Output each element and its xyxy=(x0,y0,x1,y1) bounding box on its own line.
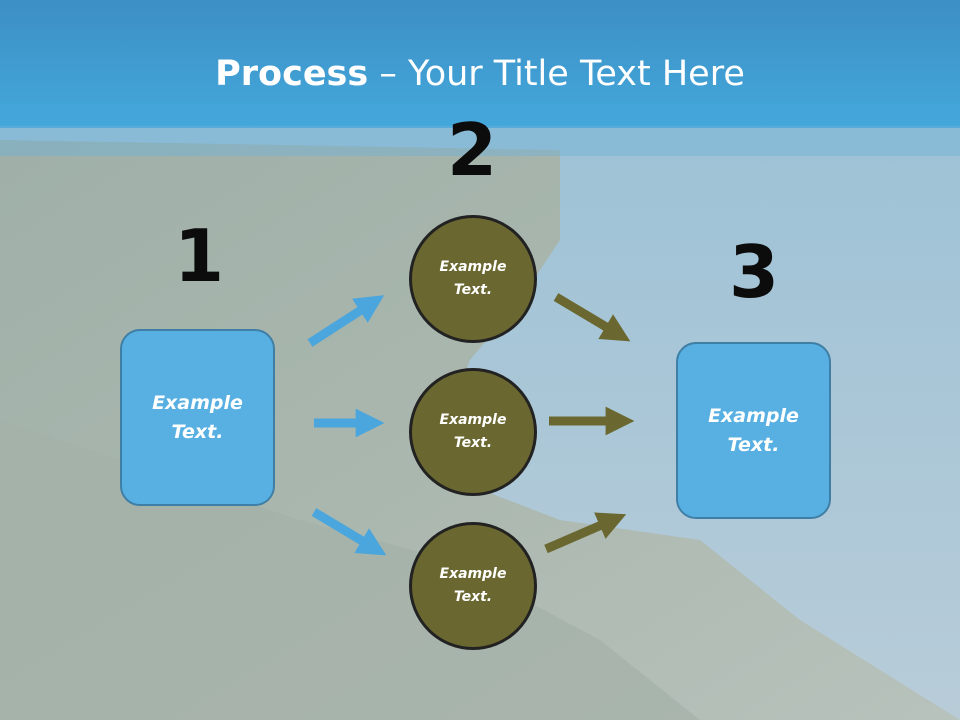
step-3-box[interactable]: Example Text. xyxy=(676,342,831,519)
step-3-text: Example Text. xyxy=(708,404,799,456)
step-number-3: 3 xyxy=(728,230,780,314)
step-number-1: 1 xyxy=(173,214,225,298)
step-number-2: 2 xyxy=(446,108,498,192)
page-title: Process – Your Title Text Here xyxy=(0,52,960,96)
title-rest: – Your Title Text Here xyxy=(368,54,745,94)
title-bold: Process xyxy=(215,54,369,94)
middle-node-bottom-text: Example Text. xyxy=(439,566,507,605)
middle-node-center[interactable]: Example Text. xyxy=(409,368,537,496)
middle-node-top[interactable]: Example Text. xyxy=(409,215,537,343)
step-1-box[interactable]: Example Text. xyxy=(120,329,275,506)
middle-node-center-text: Example Text. xyxy=(439,412,507,451)
middle-node-bottom[interactable]: Example Text. xyxy=(409,522,537,650)
middle-node-top-text: Example Text. xyxy=(439,259,507,298)
step-1-text: Example Text. xyxy=(152,391,243,443)
